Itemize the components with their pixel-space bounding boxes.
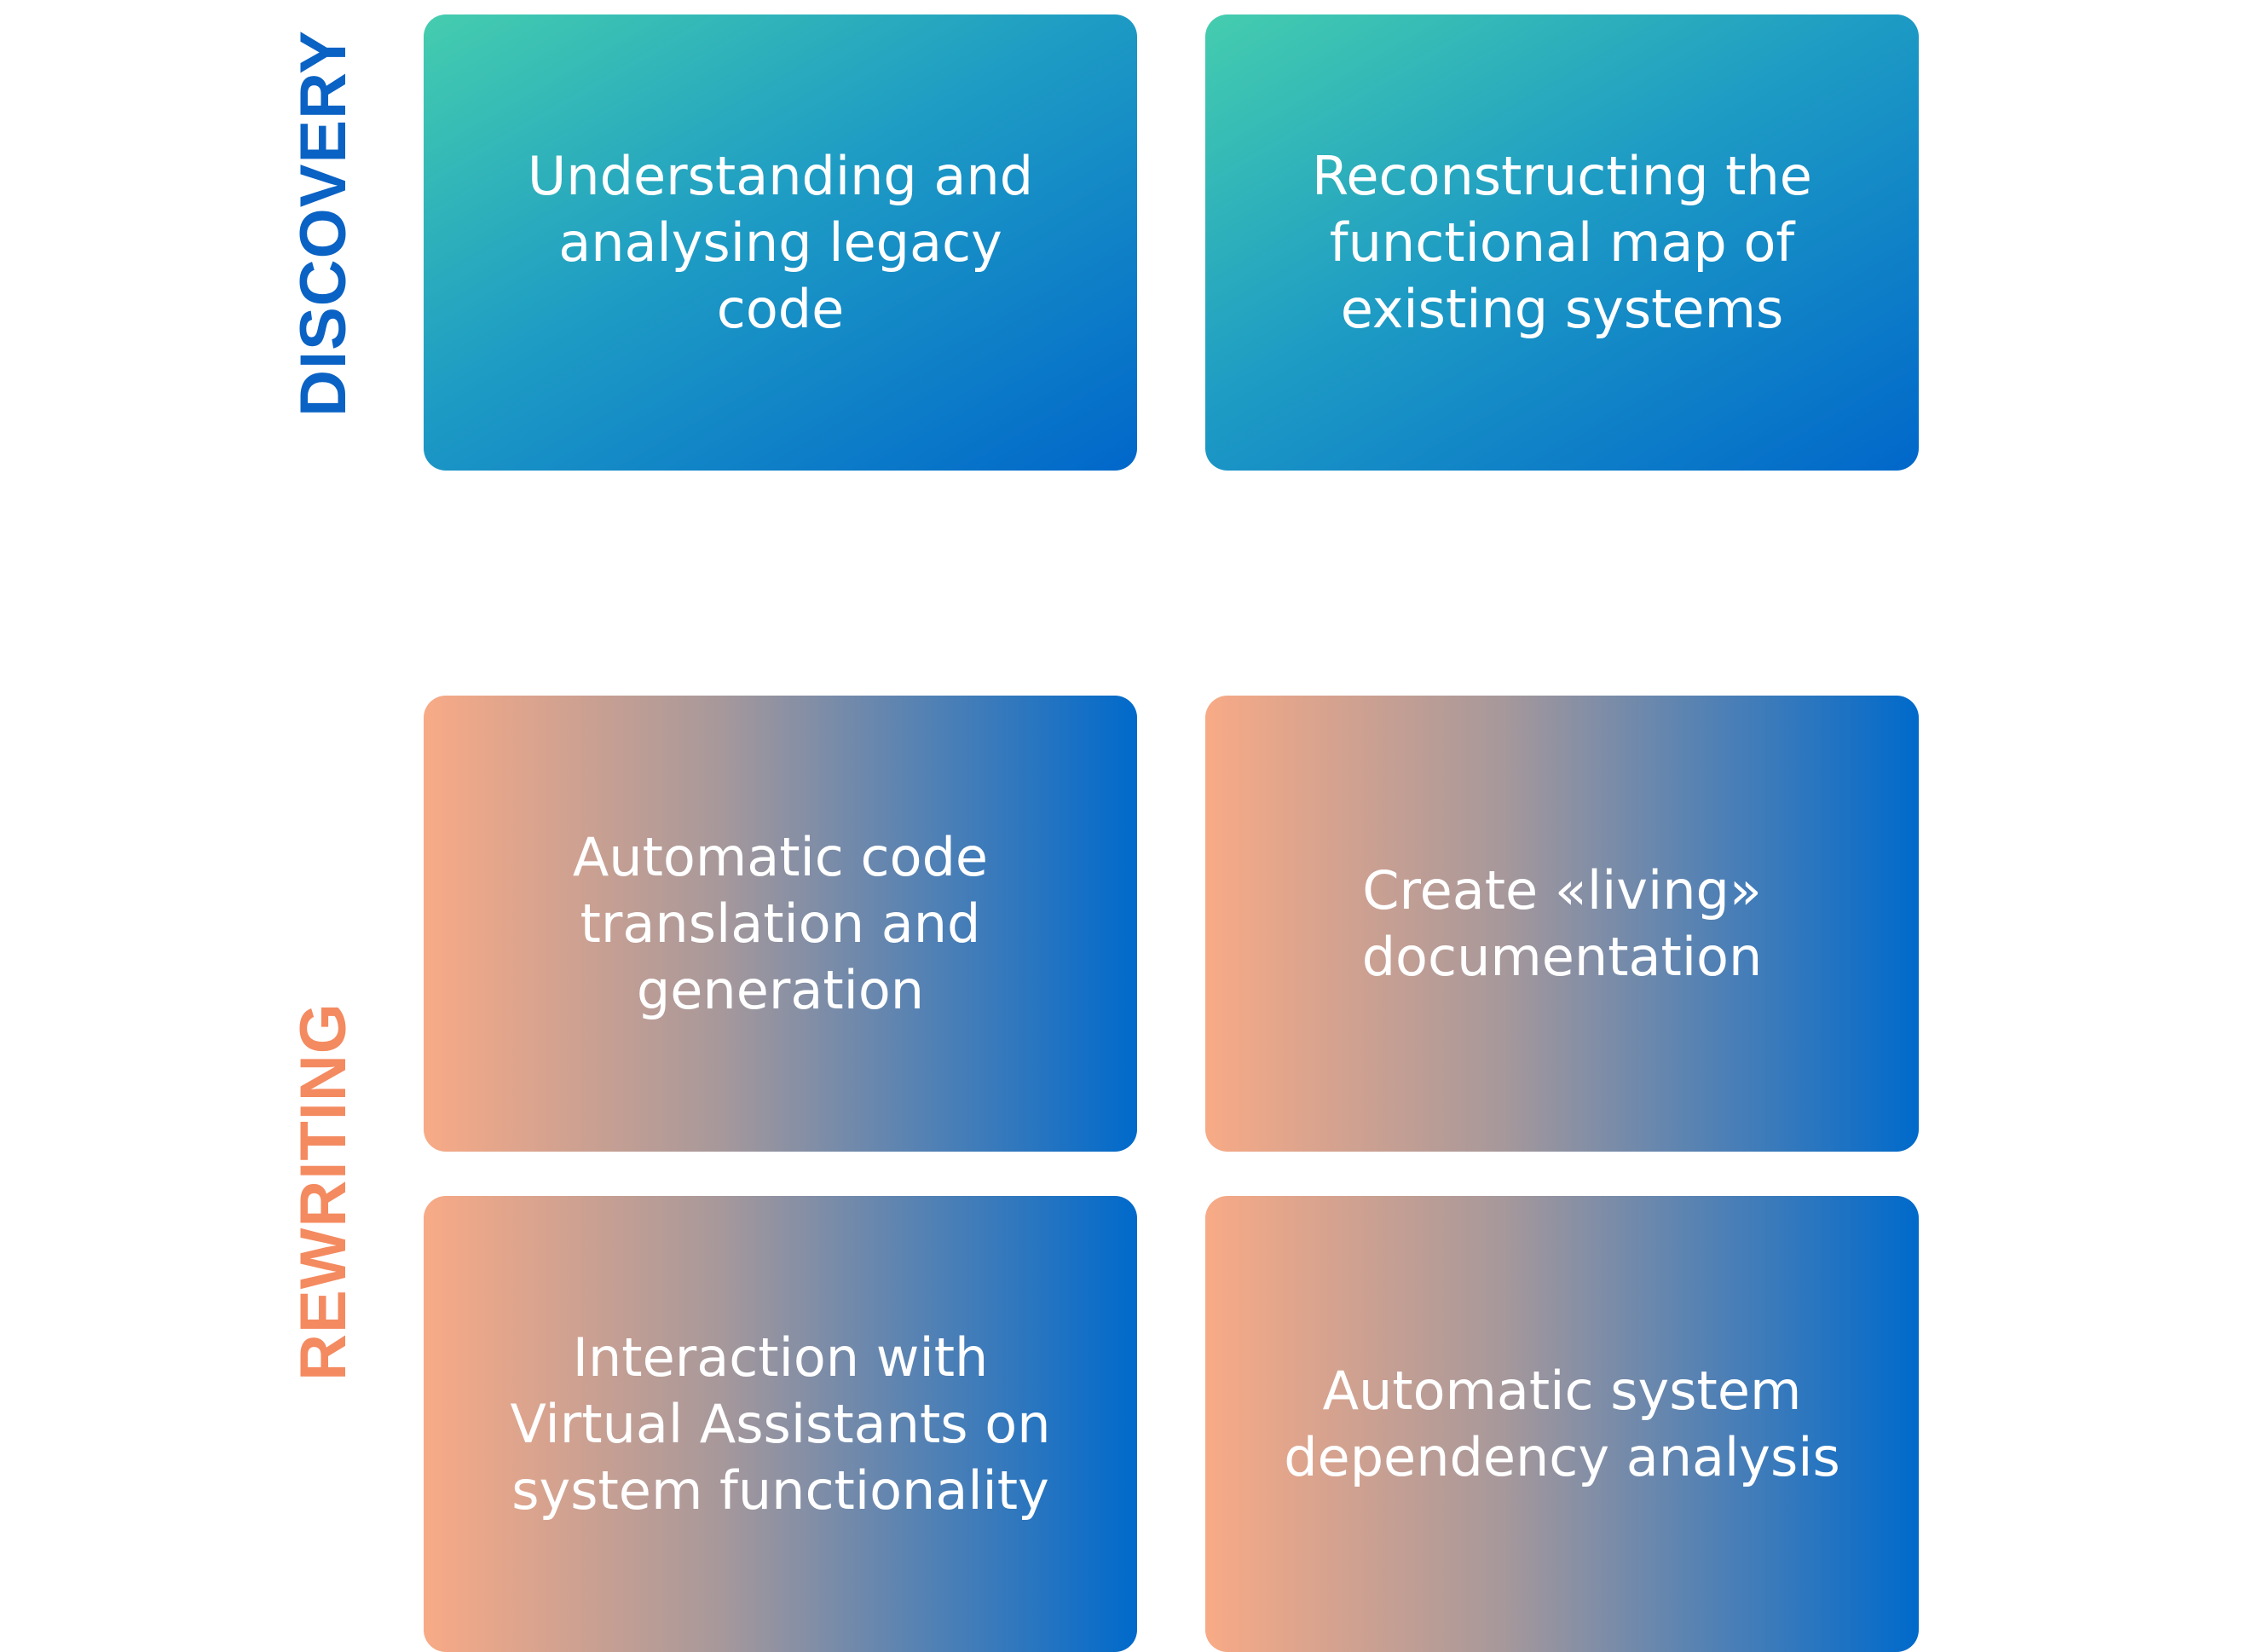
- card-text: Automatic code translation and generatio…: [572, 825, 989, 1021]
- card-dependency-analysis: Automatic system dependency analysis: [1205, 1196, 1919, 1652]
- card-text: Automatic system dependency analysis: [1284, 1359, 1840, 1488]
- card-text: Reconstructing the functional map of exi…: [1312, 144, 1812, 340]
- card-text: Create «living» documentation: [1361, 858, 1763, 988]
- card-understanding-legacy-code: Understanding and analysing legacy code: [424, 14, 1137, 471]
- card-reconstructing-functional-map: Reconstructing the functional map of exi…: [1205, 14, 1919, 471]
- card-text: Interaction with Virtual Assistants on s…: [510, 1326, 1051, 1522]
- card-living-documentation: Create «living» documentation: [1205, 696, 1919, 1152]
- section-label-rewriting: REWRITING: [287, 1002, 360, 1381]
- card-virtual-assistants: Interaction with Virtual Assistants on s…: [424, 1196, 1137, 1652]
- card-text: Understanding and analysing legacy code: [527, 144, 1034, 340]
- card-code-translation: Automatic code translation and generatio…: [424, 696, 1137, 1152]
- section-label-discovery: DISCOVERY: [287, 30, 360, 417]
